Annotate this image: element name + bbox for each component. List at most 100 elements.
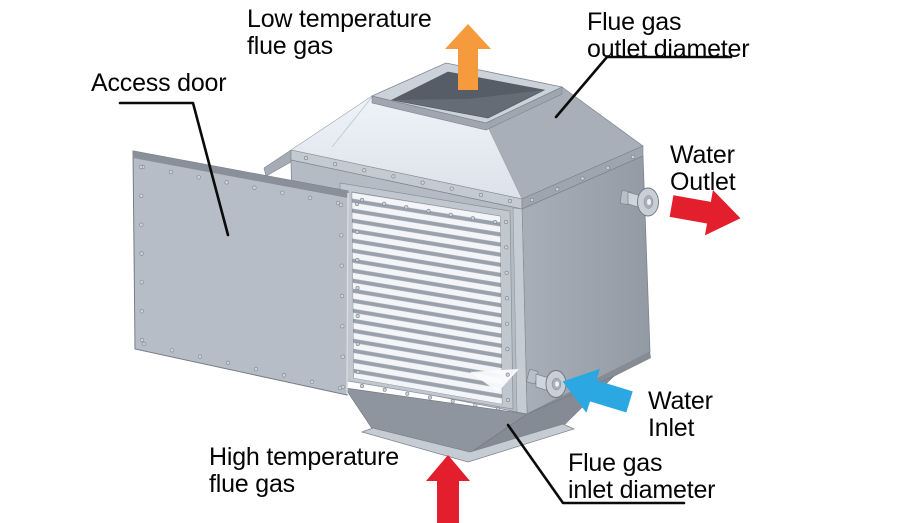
rivet xyxy=(359,198,364,203)
label-line: High temperature xyxy=(209,443,399,471)
rivet xyxy=(478,192,483,197)
label-water-outlet: Water Outlet xyxy=(670,142,736,196)
rivet xyxy=(340,324,345,329)
rivet xyxy=(605,165,610,170)
label-high-temperature-flue-gas: High temperature flue gas xyxy=(209,444,399,498)
tube-row xyxy=(352,222,502,254)
tube-row xyxy=(352,292,502,324)
rivet xyxy=(139,193,144,198)
water-inlet-arrow-icon xyxy=(562,368,633,413)
high-temp-flue-gas-arrow-icon xyxy=(426,455,470,523)
box-back-left-corner xyxy=(263,149,292,177)
rivet xyxy=(139,337,145,343)
rivet xyxy=(529,198,534,203)
rivet xyxy=(138,164,144,170)
rivet xyxy=(505,321,510,326)
rivet xyxy=(252,185,257,190)
rivet xyxy=(427,395,432,400)
rivet xyxy=(505,347,510,352)
rivet xyxy=(504,296,509,301)
rivet xyxy=(333,162,338,167)
rivet xyxy=(404,205,409,210)
rivet xyxy=(196,175,201,180)
label-line: Access door xyxy=(91,69,227,97)
rivet xyxy=(355,369,360,374)
label-low-temperature-flue-gas: Low temperature flue gas xyxy=(247,6,432,60)
label-line: flue gas xyxy=(209,470,295,498)
frame-bolts xyxy=(303,155,635,411)
rivet xyxy=(555,187,560,192)
label-line: flue gas xyxy=(247,32,333,60)
label-line: Flue gas xyxy=(587,8,682,36)
rivet xyxy=(470,216,475,221)
tube-row xyxy=(352,192,502,223)
rivet xyxy=(382,387,387,392)
door-top-edge xyxy=(133,151,348,198)
rivet xyxy=(225,360,231,366)
rivet xyxy=(253,367,259,372)
tube-row xyxy=(352,262,502,294)
rivet xyxy=(340,354,345,359)
rivet xyxy=(139,280,144,285)
rivet xyxy=(354,202,359,207)
rivet xyxy=(169,348,175,353)
tube-bank xyxy=(352,192,502,404)
rivet xyxy=(224,180,229,185)
tube-row xyxy=(352,372,502,404)
tube-row xyxy=(352,242,502,274)
rivet xyxy=(391,174,396,179)
rivet xyxy=(355,285,360,290)
door-rivets xyxy=(138,164,346,391)
tube-row xyxy=(352,272,502,304)
tube-row xyxy=(352,212,502,244)
label-line: Outlet xyxy=(670,168,736,196)
outlet-flange-bore xyxy=(647,199,651,205)
label-line: outlet diameter xyxy=(587,35,750,63)
label-line: Water xyxy=(648,387,713,415)
rivet xyxy=(355,313,360,318)
label-line: Water xyxy=(670,141,735,169)
label-line: Inlet xyxy=(648,414,695,442)
tube-row xyxy=(352,302,502,335)
rivet xyxy=(339,293,345,299)
rivet xyxy=(420,180,425,185)
flow-arrows xyxy=(426,24,741,523)
inlet-flange-lip xyxy=(360,423,575,463)
leader-lines xyxy=(118,55,733,505)
rivet xyxy=(139,309,144,314)
rivet xyxy=(382,201,387,206)
rivet xyxy=(139,222,144,227)
label-water-inlet: Water Inlet xyxy=(648,388,713,442)
rivet xyxy=(309,379,315,384)
rivet xyxy=(504,245,509,250)
rivet xyxy=(168,170,173,175)
rivet xyxy=(308,195,313,200)
outlet-diameter-leader-line xyxy=(554,55,733,119)
label-line: inlet diameter xyxy=(568,476,716,504)
label-flue-gas-inlet-diameter: Flue gas inlet diameter xyxy=(568,450,715,504)
tube-row xyxy=(352,362,502,395)
rivet xyxy=(507,199,512,204)
tube-row xyxy=(352,282,502,314)
tube-row xyxy=(352,252,502,284)
rivet xyxy=(492,220,497,225)
rivet xyxy=(339,233,344,238)
tube-row xyxy=(352,342,502,375)
access-door-panel xyxy=(132,150,349,396)
label-access-door: Access door xyxy=(91,69,227,97)
rivet xyxy=(338,202,344,208)
rivet xyxy=(355,230,360,235)
tube-row xyxy=(352,332,502,365)
rivet xyxy=(197,354,203,359)
low-temp-flue-gas-arrow-icon xyxy=(445,24,491,90)
rivet xyxy=(449,186,454,191)
tube-row xyxy=(352,202,502,234)
inlet-diameter-leader-line xyxy=(506,423,686,505)
label-line: Flue gas xyxy=(568,449,663,477)
rivet xyxy=(426,209,431,214)
rivet xyxy=(281,373,287,378)
tube-row xyxy=(352,322,502,355)
water-inlet-port xyxy=(526,369,567,398)
rivet xyxy=(362,168,367,173)
